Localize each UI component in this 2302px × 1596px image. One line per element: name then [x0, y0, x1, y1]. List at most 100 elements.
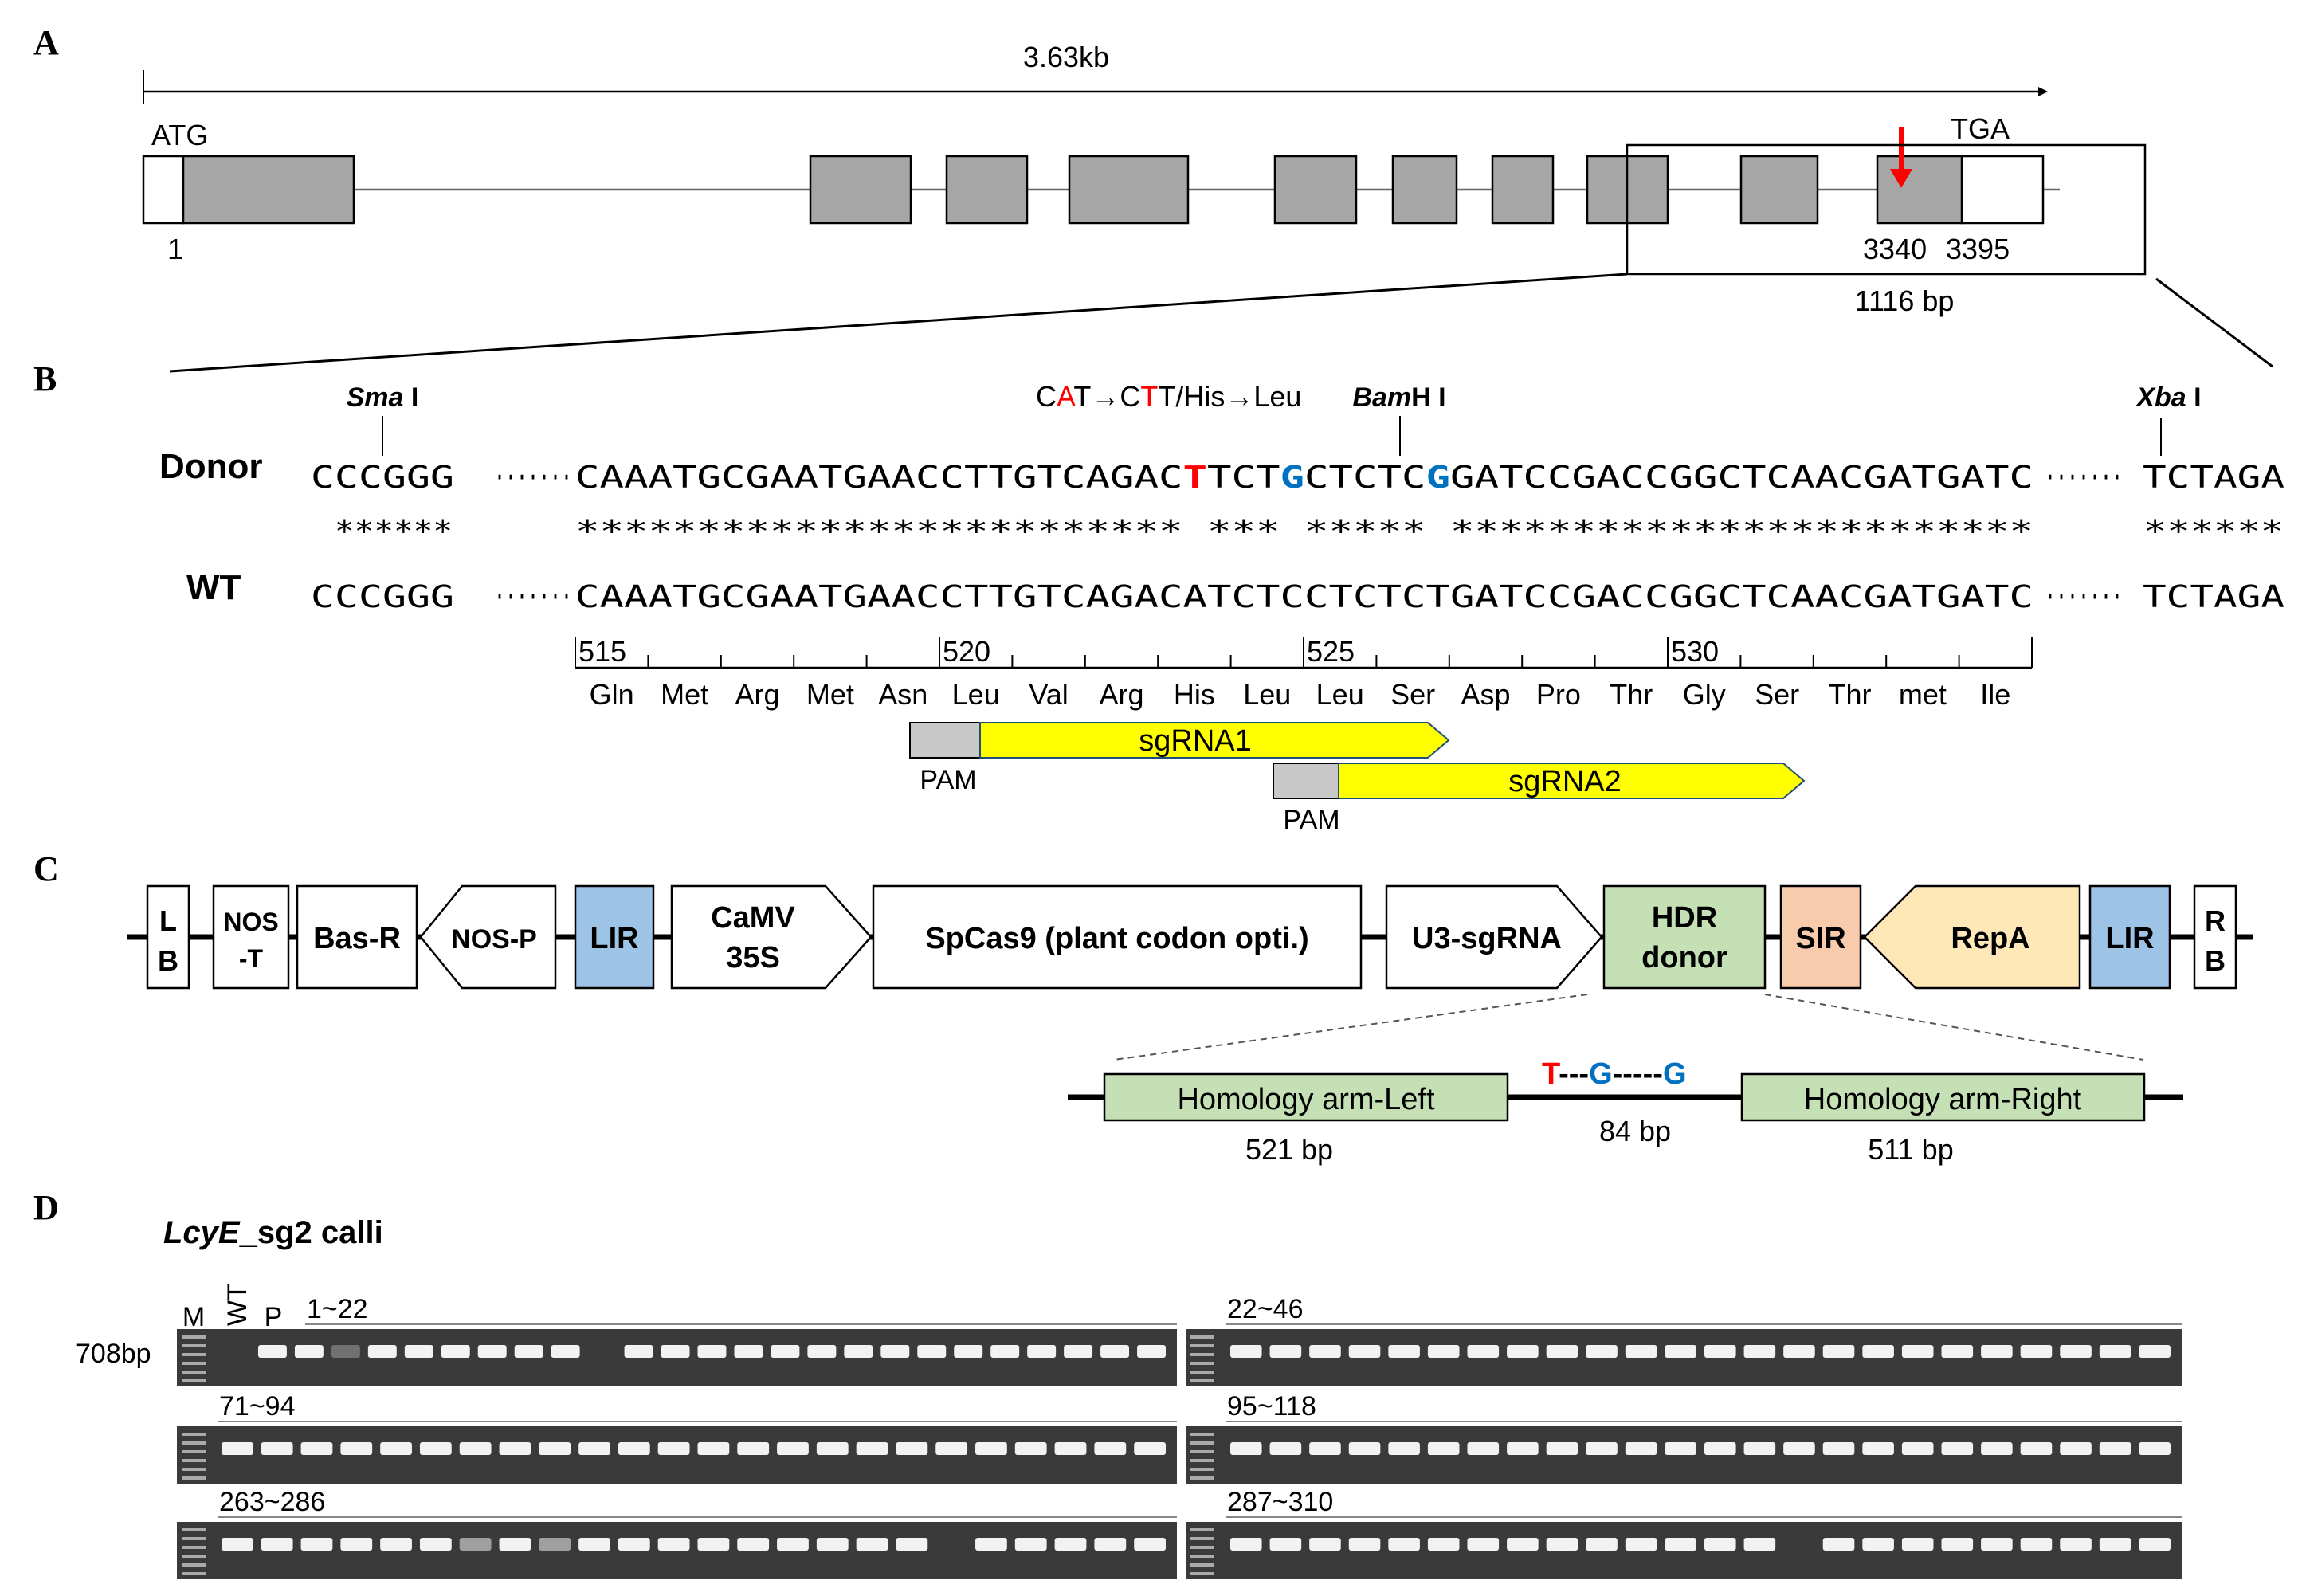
pcr-band	[300, 1538, 333, 1551]
pcr-band	[1822, 1442, 1855, 1455]
homology-arm-left-label: Homology arm-Left	[1177, 1083, 1435, 1116]
pcr-band	[1427, 1442, 1460, 1455]
marker-ladder-band	[182, 1468, 206, 1471]
pcr-band	[499, 1442, 531, 1455]
pcr-band	[917, 1345, 947, 1358]
pcr-band	[1941, 1538, 1974, 1551]
donor-sequence-segment: G	[1426, 460, 1451, 495]
gel-panel: 287~310	[1186, 1487, 2182, 1579]
pcr-band	[856, 1442, 888, 1455]
pcr-band	[1269, 1345, 1302, 1358]
marker-ladder-band	[182, 1371, 206, 1374]
pcr-band	[294, 1345, 324, 1358]
pcr-band	[1586, 1442, 1618, 1455]
wt-dots-right: ·······	[2045, 579, 2123, 614]
donor-sequence-segment: CAAATGCGAATGAACCTTGTCAGAC	[575, 460, 1182, 495]
pcr-band	[222, 1442, 253, 1455]
pcr-band	[697, 1538, 730, 1551]
marker-ladder-band	[1190, 1563, 1214, 1567]
marker-ladder-band	[182, 1537, 206, 1540]
amino-acid: Thr	[1610, 678, 1653, 711]
lane-label-wt: WT	[222, 1284, 253, 1326]
sgrna2-arrow	[1338, 763, 1806, 799]
hdr-donor-box	[1602, 884, 1767, 990]
lir-box-left	[574, 884, 655, 990]
pcr-band	[2139, 1345, 2171, 1358]
pcr-band	[1901, 1442, 1934, 1455]
pcr-band	[1704, 1345, 1736, 1358]
panel-a-label: A	[33, 23, 59, 62]
pcr-band	[777, 1442, 809, 1455]
amino-acid: Pro	[1536, 678, 1581, 711]
pcr-band	[844, 1345, 873, 1358]
donor-xba-site: TCTAGA	[2143, 460, 2284, 495]
pcr-band	[896, 1442, 928, 1455]
pcr-band	[1467, 1442, 1500, 1455]
rb-label-b: B	[2205, 944, 2226, 977]
pcr-band	[340, 1538, 373, 1551]
panel-d-label: D	[33, 1188, 59, 1227]
pcr-band	[514, 1345, 543, 1358]
pcr-band	[1388, 1345, 1420, 1358]
pcr-band	[1822, 1538, 1855, 1551]
exon-6	[1391, 155, 1458, 225]
pcr-band	[300, 1442, 333, 1455]
exon-9	[1739, 155, 1819, 225]
pcr-band	[477, 1345, 507, 1358]
pcr-band	[1743, 1442, 1776, 1455]
marker-ladder-band	[182, 1572, 206, 1575]
pos-start-label: 1	[167, 233, 183, 265]
gel-group-label: 71~94	[219, 1391, 296, 1421]
pcr-band	[1348, 1442, 1381, 1455]
repa-arrow	[1863, 884, 2081, 990]
pcr-band	[816, 1442, 849, 1455]
marker-ladder-band	[1190, 1459, 1214, 1462]
hdr-label-1: HDR	[1652, 901, 1717, 935]
rb-label-r: R	[2205, 904, 2226, 937]
pcr-band	[618, 1538, 650, 1551]
lane-label-p: P	[265, 1302, 283, 1332]
lb-box	[146, 884, 190, 990]
sma-site-label: Sma I	[347, 382, 419, 413]
pcr-band	[657, 1538, 690, 1551]
pcr-band	[2099, 1345, 2131, 1358]
marker-ladder-band	[1190, 1441, 1214, 1445]
marker-ladder-band	[182, 1546, 206, 1549]
pcr-band	[1704, 1442, 1736, 1455]
amino-acid: Leu	[1316, 678, 1364, 711]
pcr-band	[1862, 1345, 1894, 1358]
gel-group-label: 287~310	[1227, 1487, 1333, 1517]
pcr-band	[459, 1538, 492, 1551]
pcr-band	[1094, 1538, 1127, 1551]
pcr-band	[1901, 1538, 1934, 1551]
amino-acid: Asp	[1461, 678, 1510, 711]
amino-acid: Leu	[952, 678, 1000, 711]
mutation-arrow-icon	[1890, 169, 1912, 188]
pcr-band	[1230, 1345, 1262, 1358]
pcr-band	[1054, 1442, 1087, 1455]
ruler-number: 525	[1307, 635, 1355, 668]
pcr-band	[777, 1538, 809, 1551]
pcr-band	[459, 1442, 492, 1455]
marker-ladder-band	[1190, 1468, 1214, 1471]
amino-acid: Asn	[878, 678, 927, 711]
bam-site-label: BamH I	[1352, 382, 1445, 413]
pcr-band	[499, 1538, 531, 1551]
mutation-annotation: CAT→CTT/His→Leu	[1036, 380, 1301, 413]
wt-label: WT	[186, 568, 241, 607]
pcr-band	[1665, 1538, 1696, 1551]
donor-sequence-segment: T	[1182, 460, 1207, 495]
pcr-band	[737, 1442, 770, 1455]
pcr-band	[1388, 1538, 1420, 1551]
pcr-band	[1862, 1538, 1894, 1551]
spcas9-box	[872, 884, 1363, 990]
amino-acid: Met	[806, 678, 854, 711]
zoom-line-right	[2155, 277, 2273, 368]
middle-size: 84 bp	[1599, 1115, 1671, 1147]
pcr-band	[2060, 1345, 2092, 1358]
pcr-band	[1981, 1345, 2013, 1358]
pcr-band	[1134, 1538, 1166, 1551]
